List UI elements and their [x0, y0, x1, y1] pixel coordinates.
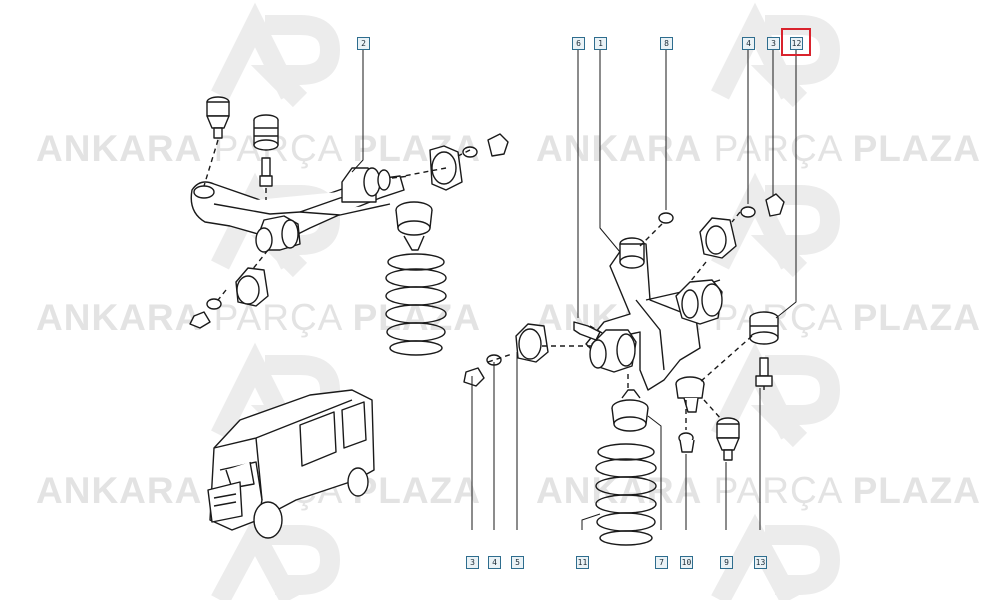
right-rear-bushing	[589, 329, 637, 373]
callout-tag: 1	[594, 37, 607, 50]
callout-tag: 4	[488, 556, 501, 569]
watermark-text: ANKARA PARÇA PLAZA	[536, 128, 981, 169]
left-ball-joint	[193, 96, 230, 199]
left-coil-spring	[385, 253, 447, 356]
watermark-logo	[711, 342, 841, 448]
callout-tag: 7	[655, 556, 668, 569]
right-upper-bracket	[699, 193, 785, 259]
callout-tag: 11	[576, 556, 589, 569]
left-upper-bushing	[341, 167, 391, 203]
right-separate-ball-joint	[716, 417, 740, 461]
right-top-bushing	[749, 311, 779, 387]
left-top-bushing	[253, 114, 279, 187]
right-coil-spring	[595, 443, 657, 546]
highlight-box	[781, 28, 811, 56]
callout-tag: 10	[680, 556, 693, 569]
left-dashed-guides	[203, 139, 471, 301]
watermark-logo	[711, 2, 841, 108]
left-side-bracket	[429, 133, 509, 191]
van-illustration	[207, 389, 375, 539]
watermark-logo	[211, 513, 341, 600]
callout-tag: 8	[660, 37, 673, 50]
left-center-bushing	[255, 215, 301, 253]
right-dashed-guides	[487, 211, 765, 430]
left-strut-mount	[395, 201, 433, 251]
leader-lines	[351, 50, 797, 530]
callout-tag: 13	[754, 556, 767, 569]
right-left-bracket	[463, 321, 601, 387]
callout-tag: 6	[572, 37, 585, 50]
callout-tag: 2	[357, 37, 370, 50]
callout-tag-highlighted: 12	[790, 37, 803, 50]
callout-tag: 3	[767, 37, 780, 50]
left-lower-bracket	[189, 267, 269, 329]
right-front-bushing	[675, 279, 723, 325]
right-strut-mount	[611, 389, 649, 432]
watermark-text: ANKARA PARÇA PLAZA	[536, 470, 981, 511]
callout-tag: 4	[742, 37, 755, 50]
watermark-logo	[211, 2, 341, 108]
right-lower-ball-joint	[675, 376, 705, 453]
callout-tag: 9	[720, 556, 733, 569]
right-small-nut	[658, 212, 674, 224]
callout-tag: 5	[511, 556, 524, 569]
right-upper-ball-joint	[619, 237, 645, 269]
watermark-logo	[711, 513, 841, 600]
callout-tag: 3	[466, 556, 479, 569]
